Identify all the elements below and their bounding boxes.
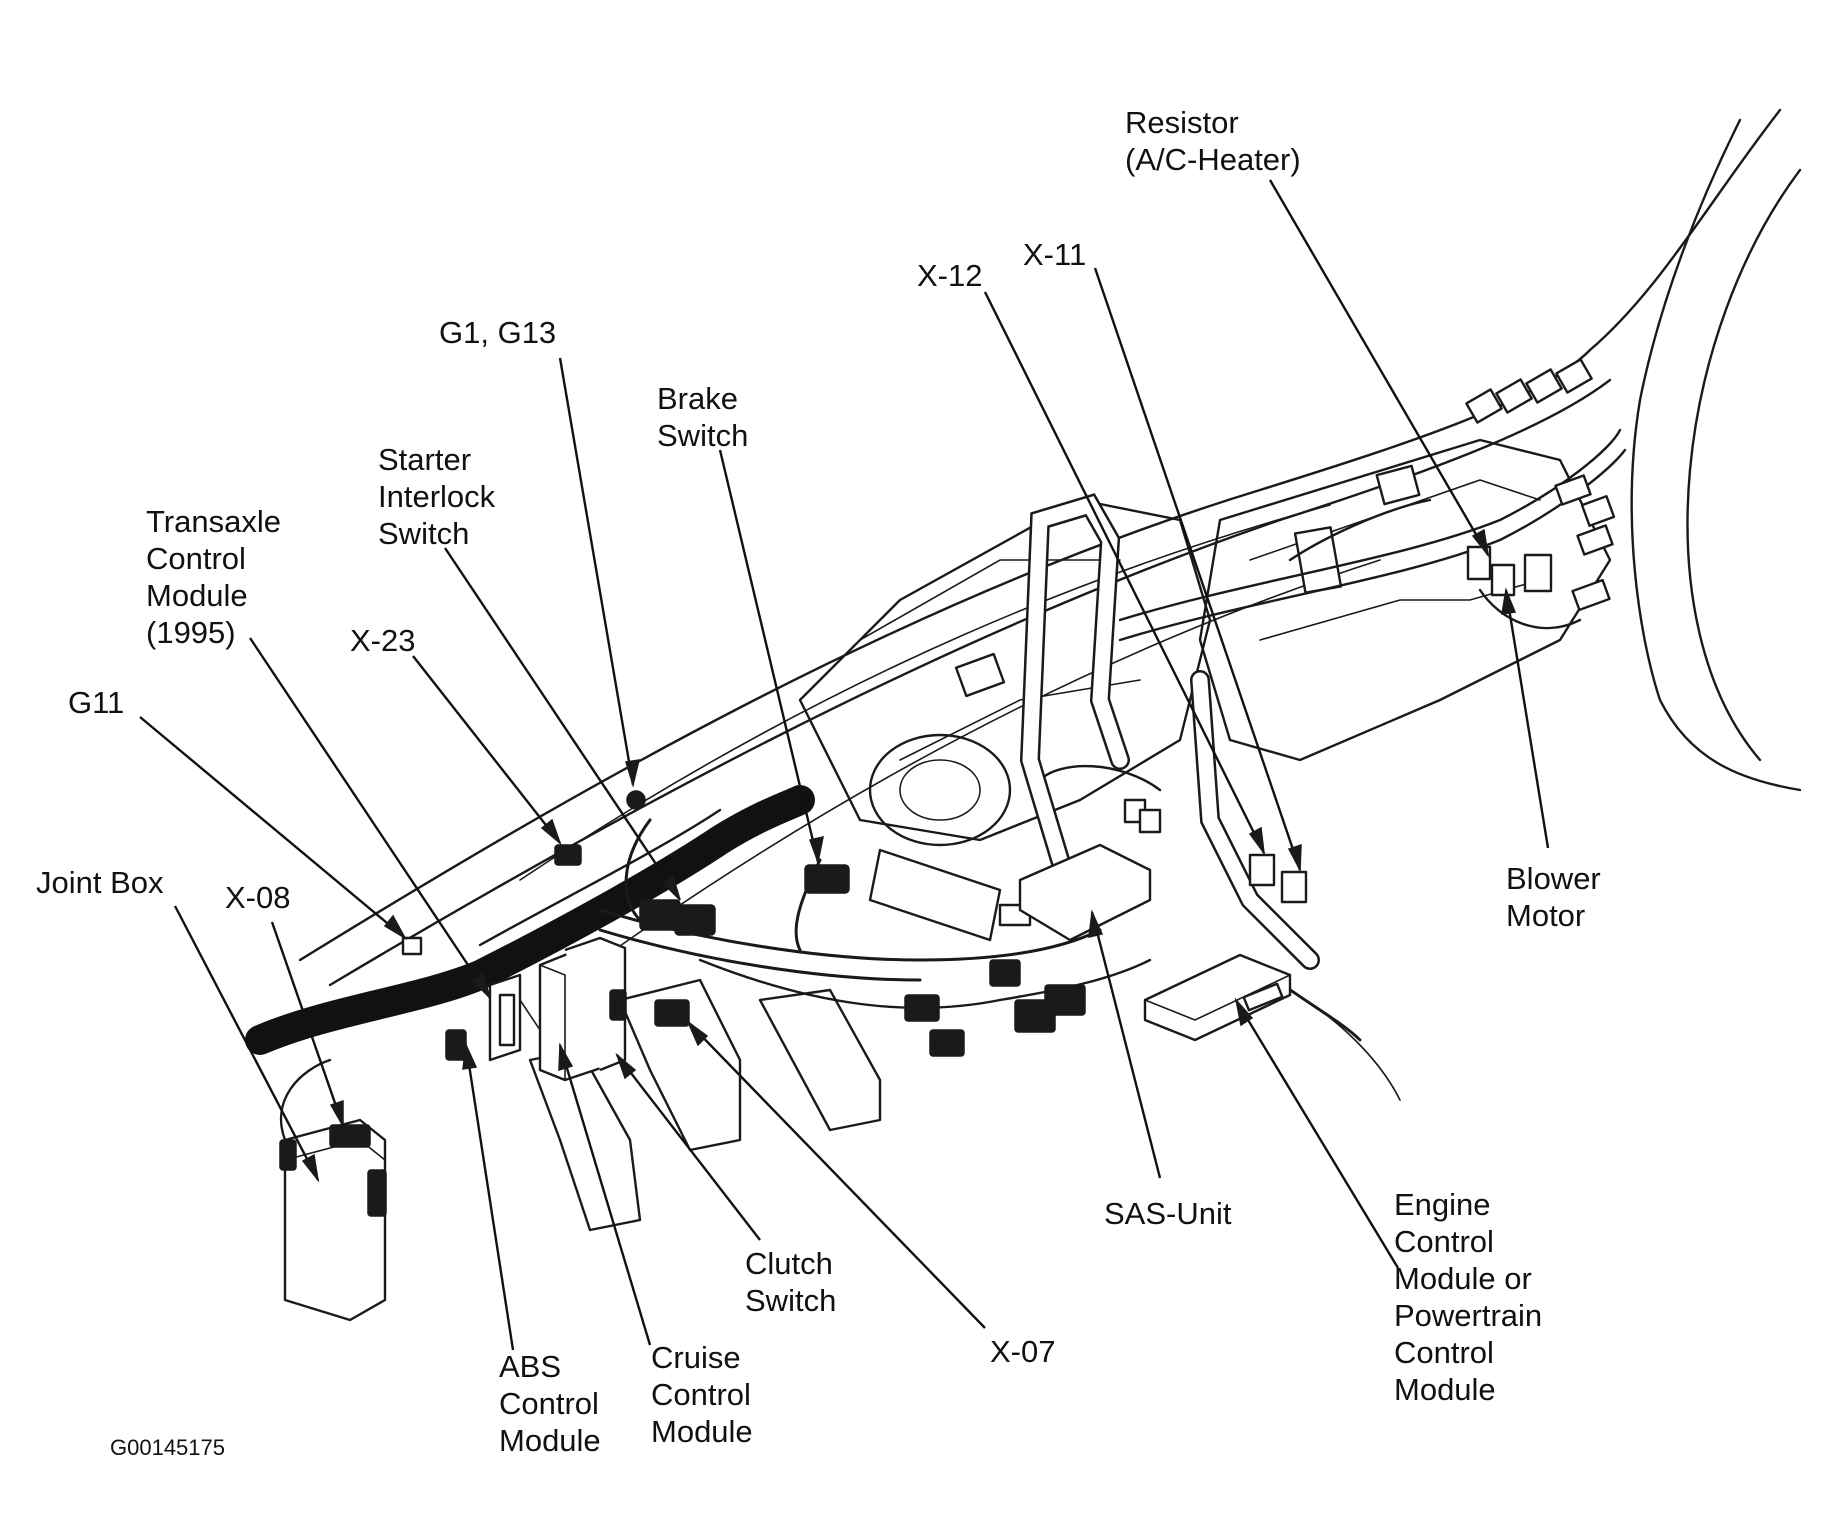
sas-unit-shape [1018, 798, 1162, 942]
heater-housing [1198, 358, 1612, 762]
leader-x23 [412, 655, 561, 844]
leader-ecm [1234, 999, 1400, 1269]
leader-x11 [1093, 267, 1302, 871]
label-resistor: Resistor (A/C-Heater) [1125, 105, 1301, 177]
label-cruise-control: Cruise Control Module [651, 1340, 753, 1449]
leader-joint-box [173, 905, 320, 1181]
leader-lines [139, 179, 1550, 1351]
leader-x08 [270, 921, 345, 1127]
label-brake-switch: Brake Switch [657, 381, 749, 453]
label-tcm: Transaxle Control Module (1995) [146, 504, 281, 650]
label-ecm-pcm: Engine Control Module or Powertrain Cont… [1394, 1187, 1543, 1407]
leader-cruise-control [558, 1044, 652, 1346]
label-g11: G11 [68, 685, 125, 720]
leader-x12 [983, 291, 1266, 854]
label-clutch-switch: Clutch Switch [745, 1246, 837, 1318]
harness-connectors [401, 790, 1086, 1057]
leader-resistor [1268, 179, 1490, 556]
label-blower-motor: Blower Motor [1506, 861, 1601, 933]
leader-blower-motor [1504, 589, 1550, 849]
leader-g11 [139, 716, 406, 939]
leader-clutch-switch [616, 1054, 761, 1241]
control-modules-left [445, 936, 627, 1082]
upper-harness [1118, 428, 1627, 642]
label-abs-control: ABS Control Module [499, 1349, 601, 1458]
label-x23: X-23 [350, 623, 416, 658]
leader-x07 [687, 1021, 986, 1329]
label-joint-box: Joint Box [36, 865, 164, 900]
label-starter-interlock: Starter Interlock Switch [378, 442, 496, 551]
label-g1-g13: G1, G13 [439, 315, 557, 350]
label-x11: X-11 [1023, 237, 1087, 272]
leader-abs-control [464, 1044, 515, 1351]
leader-brake-switch [718, 449, 820, 863]
figure-id: G00145175 [110, 1435, 225, 1460]
leader-g1-g13 [558, 357, 635, 786]
leader-starter-interlock [444, 547, 681, 901]
label-x12: X-12 [917, 258, 983, 293]
cowl-outline [298, 108, 1802, 1101]
main-harness [245, 785, 815, 1055]
label-sas-unit: SAS-Unit [1104, 1196, 1232, 1231]
blower-connectors [1466, 474, 1616, 630]
label-x07: X-07 [990, 1334, 1056, 1369]
leader-sas-unit [1090, 911, 1162, 1179]
x11-x12-connectors [1248, 853, 1308, 904]
ecm-shape [1143, 953, 1292, 1042]
leader-tcm [249, 637, 491, 999]
label-x08: X-08 [225, 880, 291, 915]
